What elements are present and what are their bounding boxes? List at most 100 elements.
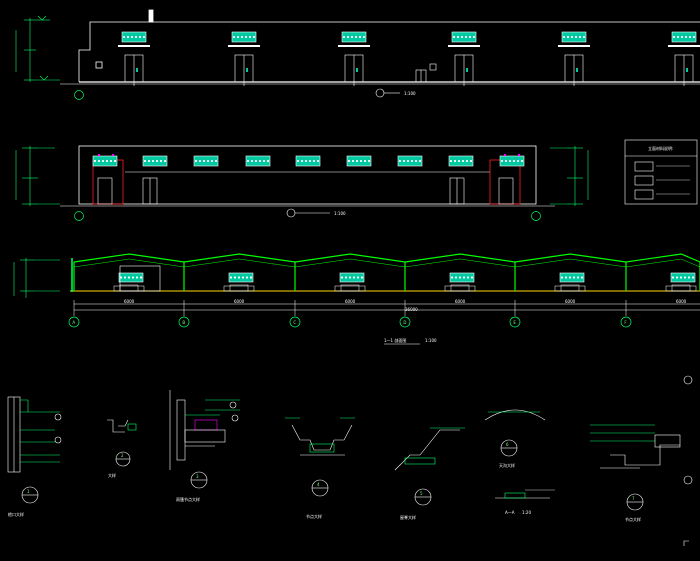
detail-1-number: 1 (27, 489, 30, 494)
elevation-1-window-strip (231, 31, 257, 43)
elevation-1-door (344, 54, 364, 86)
section-bay-label: 6000 (455, 299, 466, 304)
section-axis-circle (509, 316, 521, 328)
section-axis-circle (289, 316, 301, 328)
elevation-2-dimensions (15, 146, 589, 206)
elevation-2-axis-left (74, 211, 84, 221)
section-window-strip (670, 272, 696, 283)
section-axis-label: F (624, 320, 627, 325)
detail-4-number: 4 (317, 482, 320, 487)
section-bay-label: 6000 (124, 299, 135, 304)
section-interior-wall (119, 265, 161, 292)
section-aa-scale: 1:20 (522, 510, 531, 515)
section-bay-label: 6000 (565, 299, 576, 304)
elevation-1-dimensions (15, 15, 60, 82)
elevation-1 (60, 9, 700, 85)
detail-3-label: 雨篷节点大样 (176, 496, 200, 502)
section-axis-label: C (293, 320, 296, 325)
section-window-strip (559, 272, 585, 283)
section-aa-title: A—A (505, 510, 515, 515)
detail-1 (7, 396, 62, 504)
elevation-1-window-strip (451, 31, 477, 43)
section-axis-circle (68, 316, 80, 328)
elevation-1-canopy (118, 45, 150, 47)
section-outline (74, 303, 700, 311)
section-bay-door (665, 284, 697, 292)
section-dimensions (13, 258, 73, 298)
elevation-1-axis-circle (74, 90, 84, 100)
section-scale: 1:100 (425, 338, 437, 343)
detail-2 (107, 419, 137, 467)
elevation-2-window-strip (448, 155, 474, 167)
material-legend (624, 139, 698, 205)
elevation-1-window-strip (561, 31, 587, 43)
detail-6 (484, 409, 546, 457)
section-interior-bays (113, 265, 697, 292)
section-bay-door (334, 284, 366, 292)
elevation-2-magenta-marks (98, 154, 520, 156)
elevation-1-door (454, 54, 474, 86)
elevation-1-canopy (448, 45, 480, 47)
section-bay-door (554, 284, 586, 292)
detail-4 (285, 417, 355, 497)
detail-3 (169, 390, 240, 489)
detail-1-label: 檐口大样 (8, 511, 24, 517)
elevation-1-door (564, 54, 584, 86)
detail-6-number: 6 (506, 442, 509, 447)
detail-7 (590, 375, 693, 511)
elevation-1-window-strip (341, 31, 367, 43)
elevation-1-canopy (558, 45, 590, 47)
section-aa-detail (495, 489, 555, 499)
elevation-2-window-strip (193, 155, 219, 167)
elevation-2-window-strip (295, 155, 321, 167)
section-bay-label: 6000 (345, 299, 356, 304)
elevation-2-window-strip (245, 155, 271, 167)
section-axis-circle (399, 316, 411, 328)
section-axis-circle (178, 316, 190, 328)
section-total-dimension: 36000 (405, 307, 418, 312)
section-window-strip (228, 272, 254, 283)
elevation-2-windows (92, 154, 525, 167)
elevation-2 (60, 145, 555, 207)
legend-title: 立面材料说明: (648, 145, 673, 151)
elevation-1-door (124, 54, 144, 86)
elevation-2-scale: 1:100 (334, 211, 346, 216)
elevation-1-scale: 1:100 (404, 91, 416, 96)
elevation-2-window-strip (397, 155, 423, 167)
section-window-strip (449, 272, 475, 283)
elevation-2-window-strip (142, 155, 168, 167)
elevation-2-doors (97, 177, 514, 205)
section-bay-door (113, 284, 145, 292)
section-bay-door (444, 284, 476, 292)
detail-7-number: 7 (632, 496, 635, 501)
elevation-1-canopy (668, 45, 700, 47)
detail-5-number: 5 (420, 491, 423, 496)
detail-6-label: 天沟大样 (499, 462, 515, 468)
elevation-1-gate (415, 63, 437, 83)
section-axis-circle (620, 316, 632, 328)
elevation-1-title: 1:100 (375, 88, 416, 98)
detail-5 (394, 427, 465, 506)
elevation-2-axis-right (531, 211, 541, 221)
elevation-1-canopy (338, 45, 370, 47)
section-axis-label: E (513, 320, 516, 325)
elevation-2-window-strip (92, 155, 118, 167)
elevation-1-window-strip (671, 31, 697, 43)
section-bay-label: 6000 (676, 299, 687, 304)
elevation-2-window-strip (346, 155, 372, 167)
detail-3-number: 3 (196, 474, 199, 479)
detail-2-label: 大样 (108, 472, 116, 478)
section-axis-label: A (72, 320, 75, 325)
detail-2-number: 2 (121, 453, 124, 458)
section-bay-label: 6000 (234, 299, 245, 304)
elevation-1-window-strip (121, 31, 147, 43)
elevation-2-title: 1:100 (286, 208, 346, 218)
section-window-strip (118, 272, 144, 283)
elevation-2-window-strip (499, 155, 525, 167)
detail-4-label: 节点大样 (306, 513, 322, 519)
section-axis-label: D (403, 320, 406, 325)
elevation-1-door (234, 54, 254, 86)
elevation-1-door (674, 54, 694, 86)
